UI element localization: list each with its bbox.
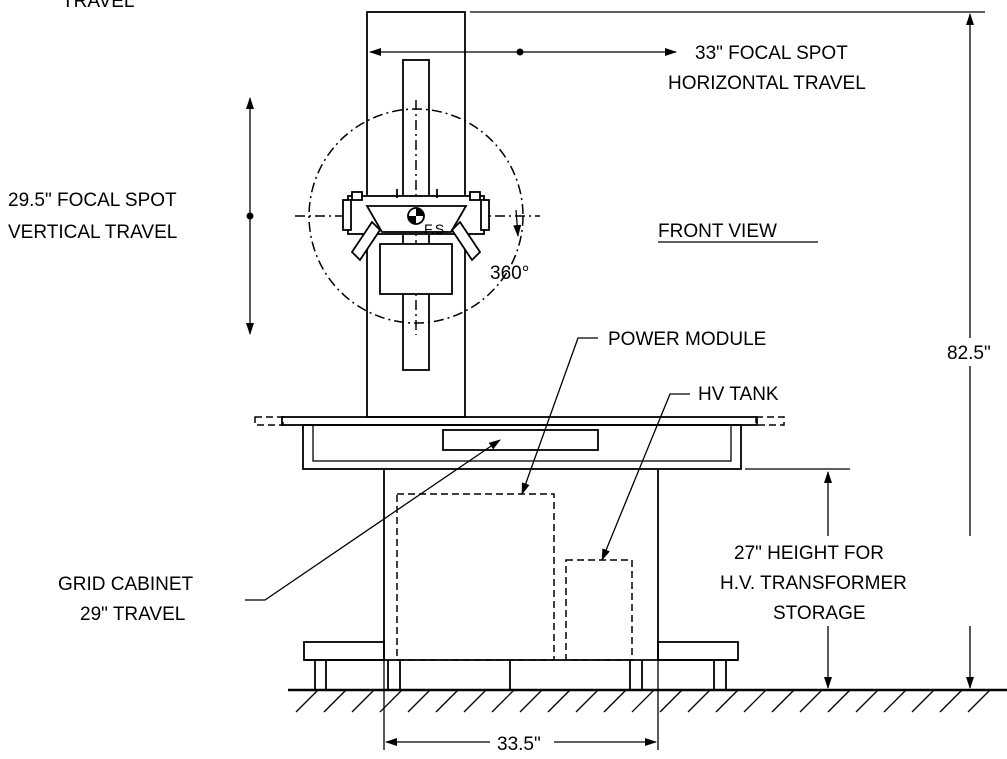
- focal-spot-label: F.S: [424, 221, 444, 237]
- horizontal-travel-label-line1: 33" FOCAL SPOT: [695, 43, 848, 64]
- grid-cabinet-tray-inner: [312, 424, 732, 462]
- storage-label-background: [720, 536, 972, 626]
- rotation-arrow: [513, 209, 522, 237]
- table-top-right-cap: [755, 416, 785, 426]
- hv-tank-label: HV TANK: [698, 384, 779, 405]
- grid-cabinet: [442, 429, 599, 451]
- base-width-label: 33.5": [497, 734, 541, 755]
- ground-hatching: [295, 689, 991, 713]
- travel-top-label: TRAVEL: [62, 0, 135, 12]
- base-legs: [314, 660, 727, 690]
- base-right-foot-plate: [657, 641, 739, 661]
- power-module-label: POWER MODULE: [608, 329, 766, 350]
- table-top: [281, 416, 758, 426]
- vertical-travel-label-line2: VERTICAL TRAVEL: [8, 222, 177, 243]
- horizontal-travel-label-line2: HORIZONTAL TRAVEL: [668, 73, 866, 94]
- total-height-label-background: [945, 338, 1007, 366]
- power-module-leader: [521, 337, 598, 495]
- base-width-label-background: [490, 729, 554, 755]
- grid-cabinet-label-line1: GRID CABINET: [58, 574, 194, 595]
- hv-tank-leader: [601, 393, 690, 561]
- xray-tube-assembly: [342, 189, 490, 295]
- horizontal-travel-midpoint-dot: [516, 48, 524, 56]
- grid-cabinet-leader: [245, 439, 501, 601]
- storage-label-line2: H.V. TRANSFORMER: [720, 573, 907, 594]
- table-top-left-cap: [254, 416, 284, 426]
- vertical-travel-label-line1: 29.5" FOCAL SPOT: [8, 190, 177, 211]
- base-left-foot-plate: [303, 641, 385, 661]
- vertical-travel-midpoint-dot: [246, 212, 254, 220]
- storage-label-line1: 27" HEIGHT FOR: [734, 543, 884, 564]
- power-module-outline: [396, 493, 555, 661]
- grid-cabinet-tray-outer: [302, 424, 742, 470]
- storage-label-line3: STORAGE: [773, 603, 866, 624]
- grid-cabinet-label-line2: 29" TRAVEL: [80, 604, 185, 625]
- total-height-label: 82.5": [947, 343, 991, 364]
- rotation-label: 360°: [490, 263, 529, 284]
- hv-tank-outline: [565, 559, 633, 661]
- front-view-title: FRONT VIEW: [658, 221, 777, 242]
